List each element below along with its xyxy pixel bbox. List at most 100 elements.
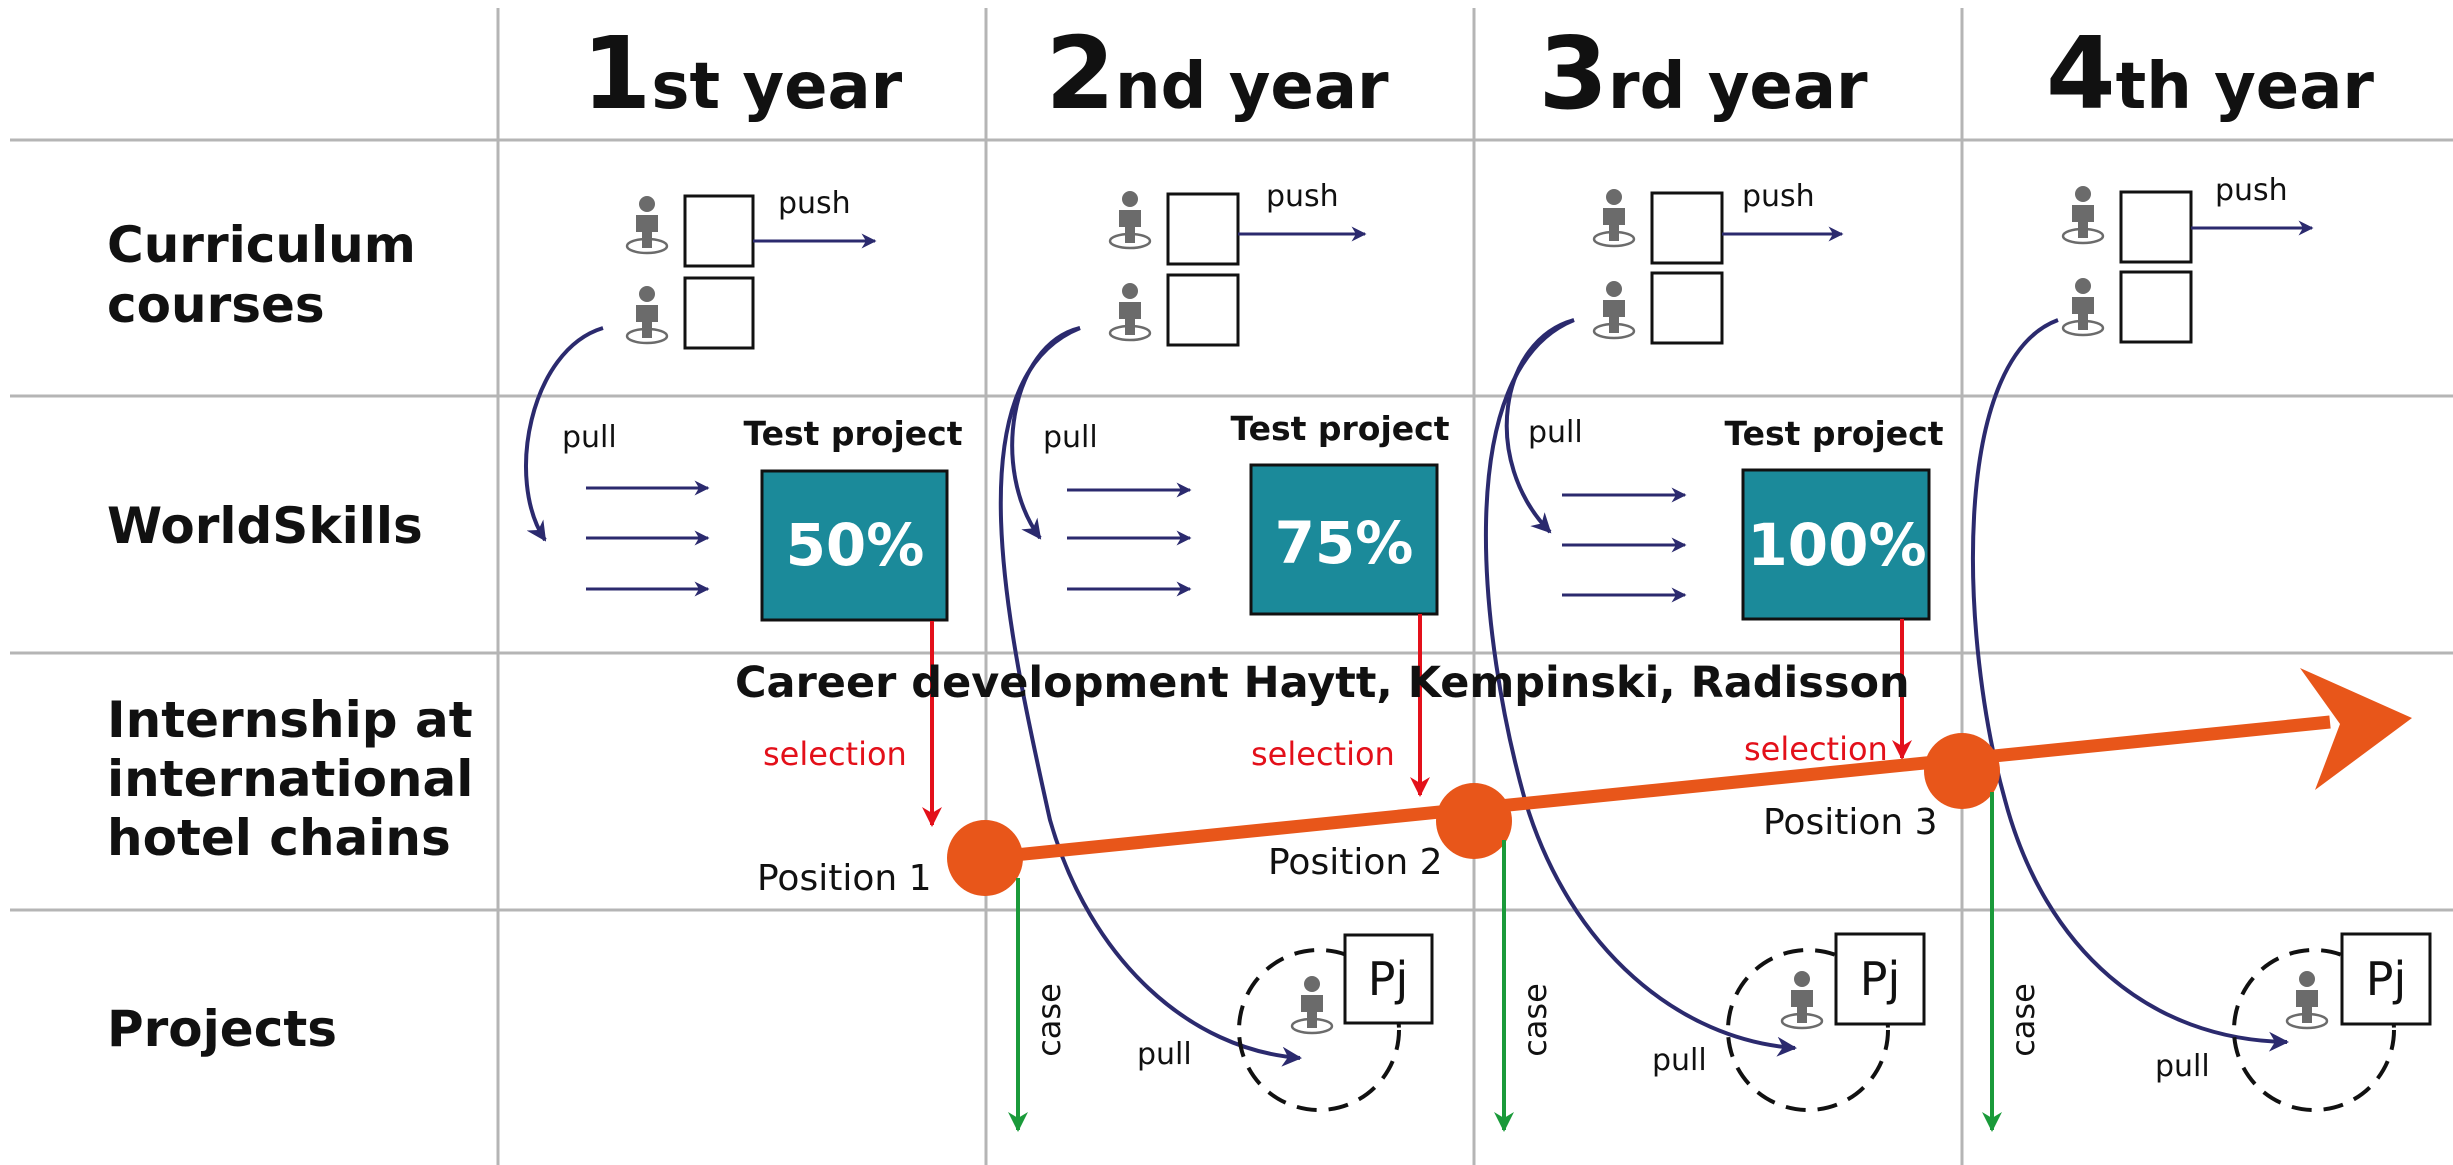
pull-label: pull [2155, 1049, 2210, 1084]
year-suffix: nd year [1115, 50, 1389, 124]
course-box [1166, 273, 1240, 347]
table-grid [10, 8, 2453, 1165]
push-label: push [1266, 179, 1339, 214]
course-box [1650, 191, 1724, 265]
push-label: push [778, 186, 851, 221]
pull-arrow [524, 326, 604, 542]
person-on-ring-icon [1780, 969, 1824, 1030]
row-label-line: Curriculum [107, 216, 416, 274]
push-label: push [1742, 179, 1815, 214]
position-node [947, 820, 1023, 896]
case-label: case [2004, 983, 2042, 1057]
course-box [2119, 270, 2193, 344]
position-label: Position 3 [1763, 802, 1938, 843]
row-label-line: courses [107, 276, 325, 334]
row-label-internship: Internship at international hotel chains [107, 691, 491, 867]
person-on-ring-icon [1592, 187, 1636, 248]
course-box [1650, 271, 1724, 345]
career-line [984, 715, 2331, 865]
project-year-2: Pj pull [1137, 933, 1434, 1112]
worldskills-year-3: pull Test project 100% [1504, 318, 1944, 621]
curriculum-year-1: push [625, 186, 877, 350]
row-label-line: hotel chains [107, 809, 451, 867]
course-box [2119, 190, 2193, 264]
pull-label: pull [1043, 420, 1098, 455]
curriculum-year-4: push [2061, 173, 2314, 344]
test-project-percent: 100% [1747, 511, 1926, 579]
year-number: 1 [582, 15, 652, 132]
position-node [1924, 733, 2000, 809]
test-project-box [1741, 468, 1931, 621]
row-label-line: Internship at [107, 691, 473, 749]
person-on-ring-icon [625, 284, 669, 345]
career-development-label: Career development Haytt, Kempinski, Rad… [735, 658, 1910, 708]
year-number: 2 [1045, 15, 1115, 132]
test-project-percent: 50% [786, 511, 925, 579]
person-on-ring-icon [2285, 969, 2329, 1030]
person-on-ring-icon [1108, 281, 1152, 342]
test-project-title: Test project [1724, 414, 1943, 453]
row-label-projects: Projects [107, 1000, 337, 1058]
year-header-2: 2nd year [1045, 15, 1389, 132]
selection-arrows: selection selection selection [763, 614, 1912, 827]
pull-label: pull [1528, 415, 1583, 450]
test-project-box [1249, 463, 1439, 616]
project-team-circle [1237, 948, 1401, 1112]
person-on-ring-icon [625, 194, 669, 255]
pull-label: pull [562, 420, 617, 455]
pull-arrow [1483, 318, 1797, 1057]
career-arrowhead [2300, 668, 2412, 790]
year-header-3: 3rd year [1538, 15, 1868, 132]
test-project-percent: 75% [1275, 509, 1414, 577]
project-box [1834, 932, 1926, 1026]
case-arrows: case case case [1008, 792, 2042, 1132]
year-header-1: 1st year [582, 15, 903, 132]
course-box [683, 276, 755, 350]
year-suffix: th year [2116, 50, 2375, 124]
test-project-title: Test project [743, 414, 962, 453]
person-on-ring-icon [1108, 189, 1152, 250]
year-suffix: st year [651, 50, 902, 124]
project-label: Pj [2366, 952, 2407, 1006]
curriculum-year-2: push [1108, 179, 1367, 347]
position-node [1436, 783, 1512, 859]
project-box [2340, 932, 2432, 1026]
person-on-ring-icon [2061, 276, 2105, 337]
curriculum-year-3: push [1592, 179, 1844, 345]
project-label: Pj [1368, 952, 1409, 1006]
row-label-line: Projects [107, 1000, 337, 1058]
worldskills-year-1: pull Test project 50% [524, 326, 963, 622]
push-label: push [2215, 173, 2288, 208]
row-label-line: international [107, 750, 473, 808]
selection-label: selection [763, 735, 907, 773]
pull-arrow [1970, 318, 2289, 1052]
position-label: Position 2 [1268, 842, 1443, 883]
case-label: case [1516, 983, 1554, 1057]
row-label-worldskills: WorldSkills [107, 497, 423, 555]
pull-label: pull [1137, 1037, 1192, 1072]
course-box [1166, 192, 1240, 266]
project-label: Pj [1860, 952, 1901, 1006]
project-box [1343, 933, 1434, 1025]
pull-arrow [998, 326, 1302, 1067]
project-year-3: Pj pull [1652, 932, 1926, 1112]
year-number: 4 [2046, 15, 2116, 132]
year-number: 3 [1538, 15, 1608, 132]
year-header-4: 4th year [2046, 15, 2374, 132]
position-label: Position 1 [757, 858, 932, 899]
year-suffix: rd year [1608, 50, 1868, 124]
person-on-ring-icon [2061, 184, 2105, 245]
case-label: case [1030, 983, 1068, 1057]
course-box [683, 194, 755, 268]
person-on-ring-icon [1592, 279, 1636, 340]
career-development-line: Career development Haytt, Kempinski, Rad… [735, 658, 2412, 899]
person-on-ring-icon [1290, 974, 1334, 1035]
project-year-4: Pj pull [2155, 932, 2432, 1112]
test-project-title: Test project [1230, 409, 1449, 448]
project-team-circle [1726, 948, 1890, 1112]
row-label-curriculum: Curriculum courses [107, 216, 433, 334]
pull-label: pull [1652, 1043, 1707, 1078]
row-label-line: WorldSkills [107, 497, 423, 555]
test-project-box [760, 469, 949, 622]
